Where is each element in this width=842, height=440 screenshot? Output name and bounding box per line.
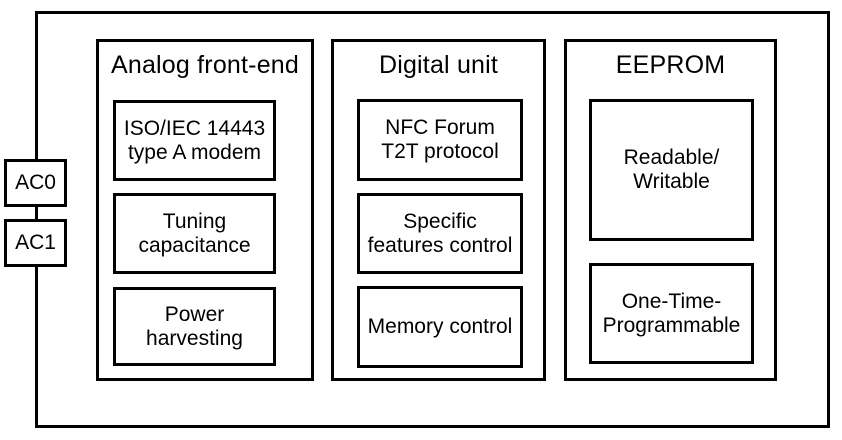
block-iso-iec-14443-type-a-modem: ISO/IEC 14443 type A modem	[113, 100, 276, 181]
block-readable-writable-label: Readable/ Writable	[623, 146, 720, 193]
section-eeprom: EEPROM Readable/ Writable One-Time- Prog…	[564, 39, 777, 381]
section-analog-front-end-title: Analog front-end	[110, 51, 300, 79]
pin-ac0-label: AC0	[15, 171, 56, 194]
block-iso-iec-14443-type-a-modem-label: ISO/IEC 14443 type A modem	[123, 116, 266, 164]
pin-ac0-box: AC0	[4, 159, 67, 207]
block-specific-features-control-label: Specific features control	[367, 209, 513, 257]
section-eeprom-title: EEPROM	[615, 51, 726, 79]
block-nfc-forum-t2t-protocol-label: NFC Forum T2T protocol	[381, 116, 499, 163]
block-specific-features-control: Specific features control	[357, 193, 523, 274]
block-one-time-programmable-label: One-Time- Programmable	[602, 289, 741, 337]
block-power-harvesting: Power harvesting	[113, 287, 276, 366]
block-memory-control: Memory control	[357, 286, 523, 368]
block-tuning-capacitance-label: Tuning capacitance	[138, 209, 251, 257]
block-power-harvesting-label: Power harvesting	[146, 302, 243, 350]
section-analog-front-end: Analog front-end ISO/IEC 14443 type A mo…	[96, 39, 314, 381]
block-one-time-programmable: One-Time- Programmable	[589, 263, 754, 364]
section-digital-unit-title: Digital unit	[378, 51, 499, 79]
block-memory-control-label: Memory control	[367, 315, 513, 339]
pin-ac1-label: AC1	[15, 231, 56, 254]
block-readable-writable: Readable/ Writable	[589, 99, 754, 241]
section-digital-unit: Digital unit NFC Forum T2T protocol Spec…	[331, 39, 546, 381]
block-nfc-forum-t2t-protocol: NFC Forum T2T protocol	[357, 99, 523, 181]
pin-ac1-box: AC1	[4, 219, 67, 267]
block-tuning-capacitance: Tuning capacitance	[113, 193, 276, 274]
